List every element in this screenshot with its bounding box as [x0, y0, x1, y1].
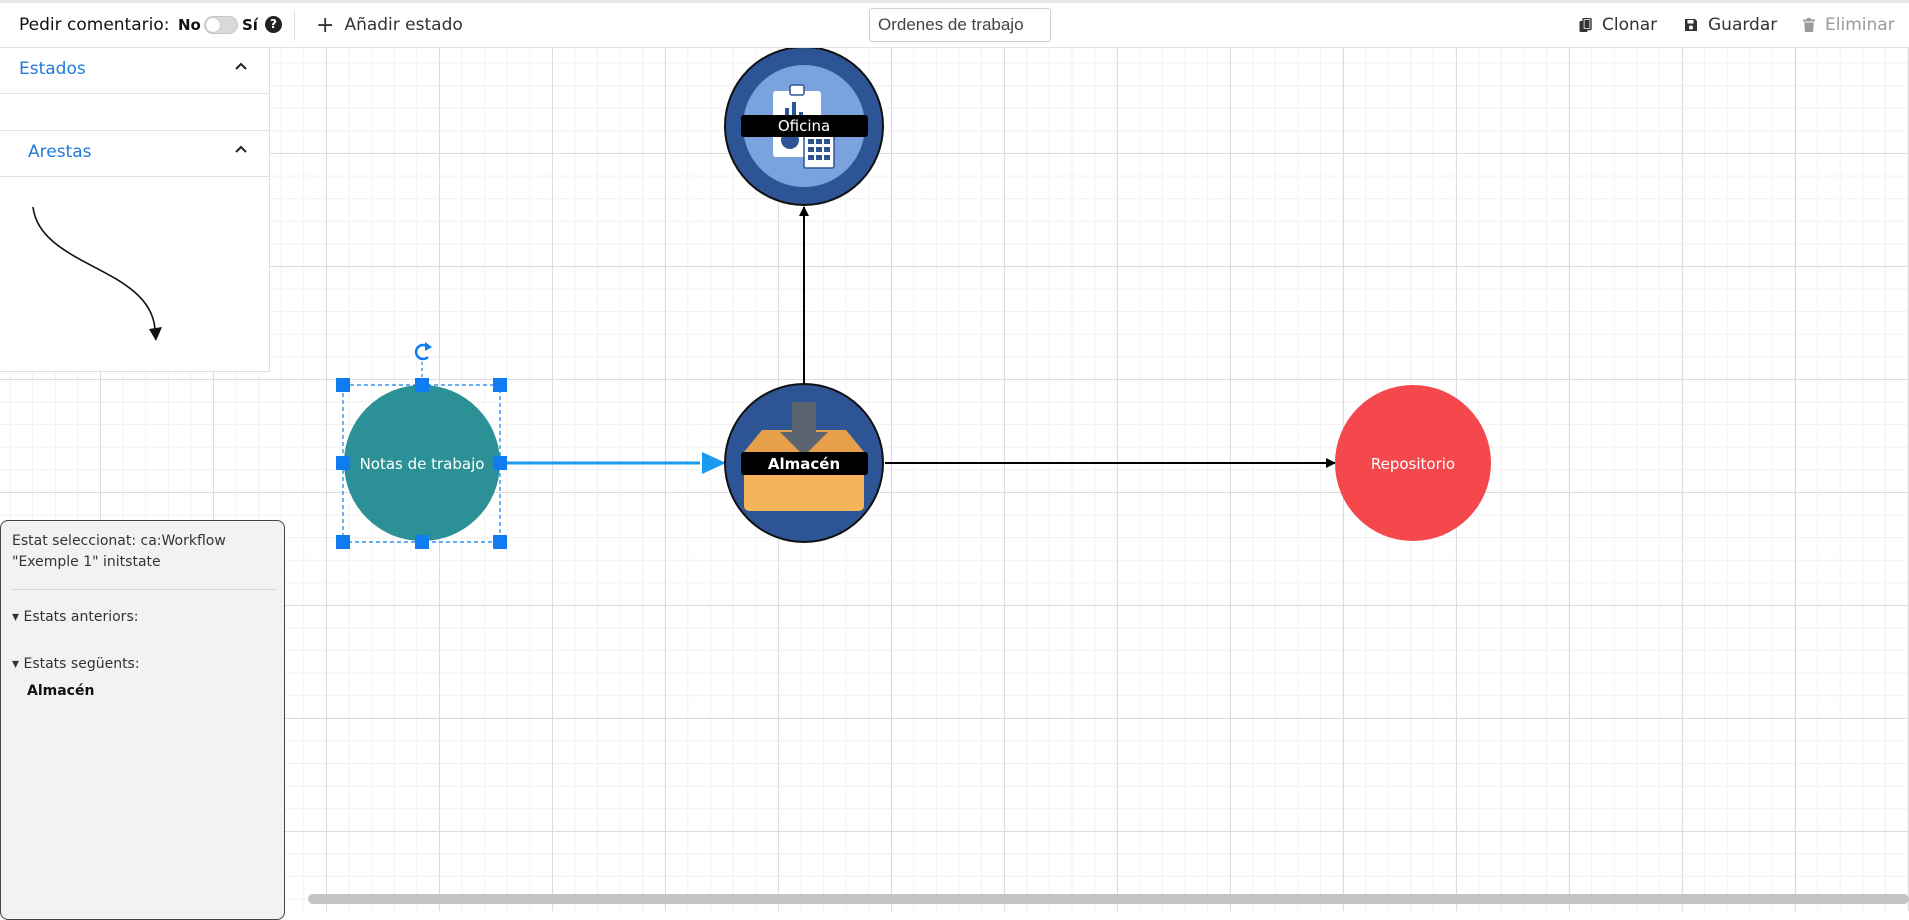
- states-section-title: Estados: [19, 59, 86, 79]
- floppy-disk-icon: [1685, 19, 1697, 31]
- previous-states-toggle[interactable]: ▾ Estats anteriors:: [12, 609, 139, 625]
- workflow-name-input[interactable]: [869, 8, 1051, 42]
- node-label-bg: [741, 115, 868, 137]
- node-label-oficina: Oficina: [778, 117, 830, 135]
- states-section-body: [0, 94, 269, 131]
- diagram-canvas[interactable]: Oficina Almacén Repositorio Notas de tra…: [0, 48, 1909, 911]
- palette-panel: Estados Arestas: [0, 48, 270, 372]
- toggle-off-label: No: [178, 16, 201, 34]
- resize-handle-ne[interactable]: [493, 378, 507, 392]
- ask-comment-toggle[interactable]: [204, 16, 238, 34]
- resize-handle-se[interactable]: [493, 535, 507, 549]
- clone-label: Clonar: [1602, 15, 1658, 35]
- window-top-border: [0, 0, 1909, 3]
- help-icon[interactable]: ?: [265, 16, 282, 33]
- add-state-label: Añadir estado: [344, 15, 463, 35]
- clone-button[interactable]: Clonar: [1579, 15, 1657, 35]
- node-label-almacen: Almacén: [768, 455, 840, 473]
- workflow-diagram: Oficina Almacén Repositorio Notas de tra…: [336, 48, 1491, 549]
- node-label-notas: Notas de trabajo: [360, 455, 485, 473]
- toggle-knob: [206, 18, 220, 32]
- selected-state-text: Estat seleccionat: ca:Workflow "Exemple …: [12, 533, 226, 570]
- edge-notas-to-almacen[interactable]: [500, 452, 726, 474]
- state-info-panel: Estat seleccionat: ca:Workflow "Exemple …: [0, 520, 285, 920]
- toolbar: Pedir comentario: No Sí ? + Añadir estad…: [0, 3, 1909, 48]
- delete-label: Eliminar: [1825, 15, 1895, 35]
- ask-comment-label: Pedir comentario:: [19, 15, 170, 35]
- edges-section-header[interactable]: Arestas: [0, 131, 269, 177]
- rotate-handle-icon[interactable]: [414, 342, 432, 361]
- horizontal-scrollbar[interactable]: [308, 894, 1909, 904]
- save-label: Guardar: [1708, 15, 1778, 35]
- state-node-repositorio[interactable]: Repositorio: [1335, 385, 1491, 541]
- plus-icon: +: [316, 12, 335, 38]
- node-label-repositorio: Repositorio: [1371, 455, 1455, 473]
- states-section-header[interactable]: Estados: [0, 48, 269, 94]
- clone-icon: [1579, 17, 1592, 32]
- state-node-oficina[interactable]: Oficina: [724, 48, 884, 206]
- add-state-button[interactable]: + Añadir estado: [316, 12, 463, 38]
- info-divider: [11, 589, 277, 590]
- resize-handle-nw[interactable]: [336, 378, 350, 392]
- next-state-item[interactable]: Almacén: [27, 683, 95, 699]
- resize-handle-w[interactable]: [336, 456, 350, 470]
- edges-section-body: [0, 177, 269, 372]
- state-node-almacen[interactable]: Almacén: [724, 383, 884, 543]
- edges-section-title: Arestas: [28, 142, 92, 162]
- delete-button[interactable]: Eliminar: [1803, 15, 1895, 35]
- node-label-bg: [741, 452, 868, 475]
- toolbar-divider: [294, 11, 295, 41]
- trash-icon: [1803, 18, 1815, 32]
- resize-handle-sw[interactable]: [336, 535, 350, 549]
- chevron-up-icon[interactable]: [235, 62, 247, 70]
- resize-handle-n[interactable]: [415, 378, 429, 392]
- resize-handles[interactable]: [336, 378, 507, 549]
- resize-handle-s[interactable]: [415, 535, 429, 549]
- toggle-on-label: Sí: [242, 16, 258, 34]
- save-button[interactable]: Guardar: [1684, 15, 1777, 35]
- curved-edge-template-icon[interactable]: [0, 177, 268, 367]
- resize-handle-e[interactable]: [493, 456, 507, 470]
- chevron-up-icon[interactable]: [235, 145, 247, 153]
- state-node-notas-de-trabajo[interactable]: Notas de trabajo: [344, 385, 500, 541]
- next-states-toggle[interactable]: ▾ Estats següents:: [12, 656, 140, 672]
